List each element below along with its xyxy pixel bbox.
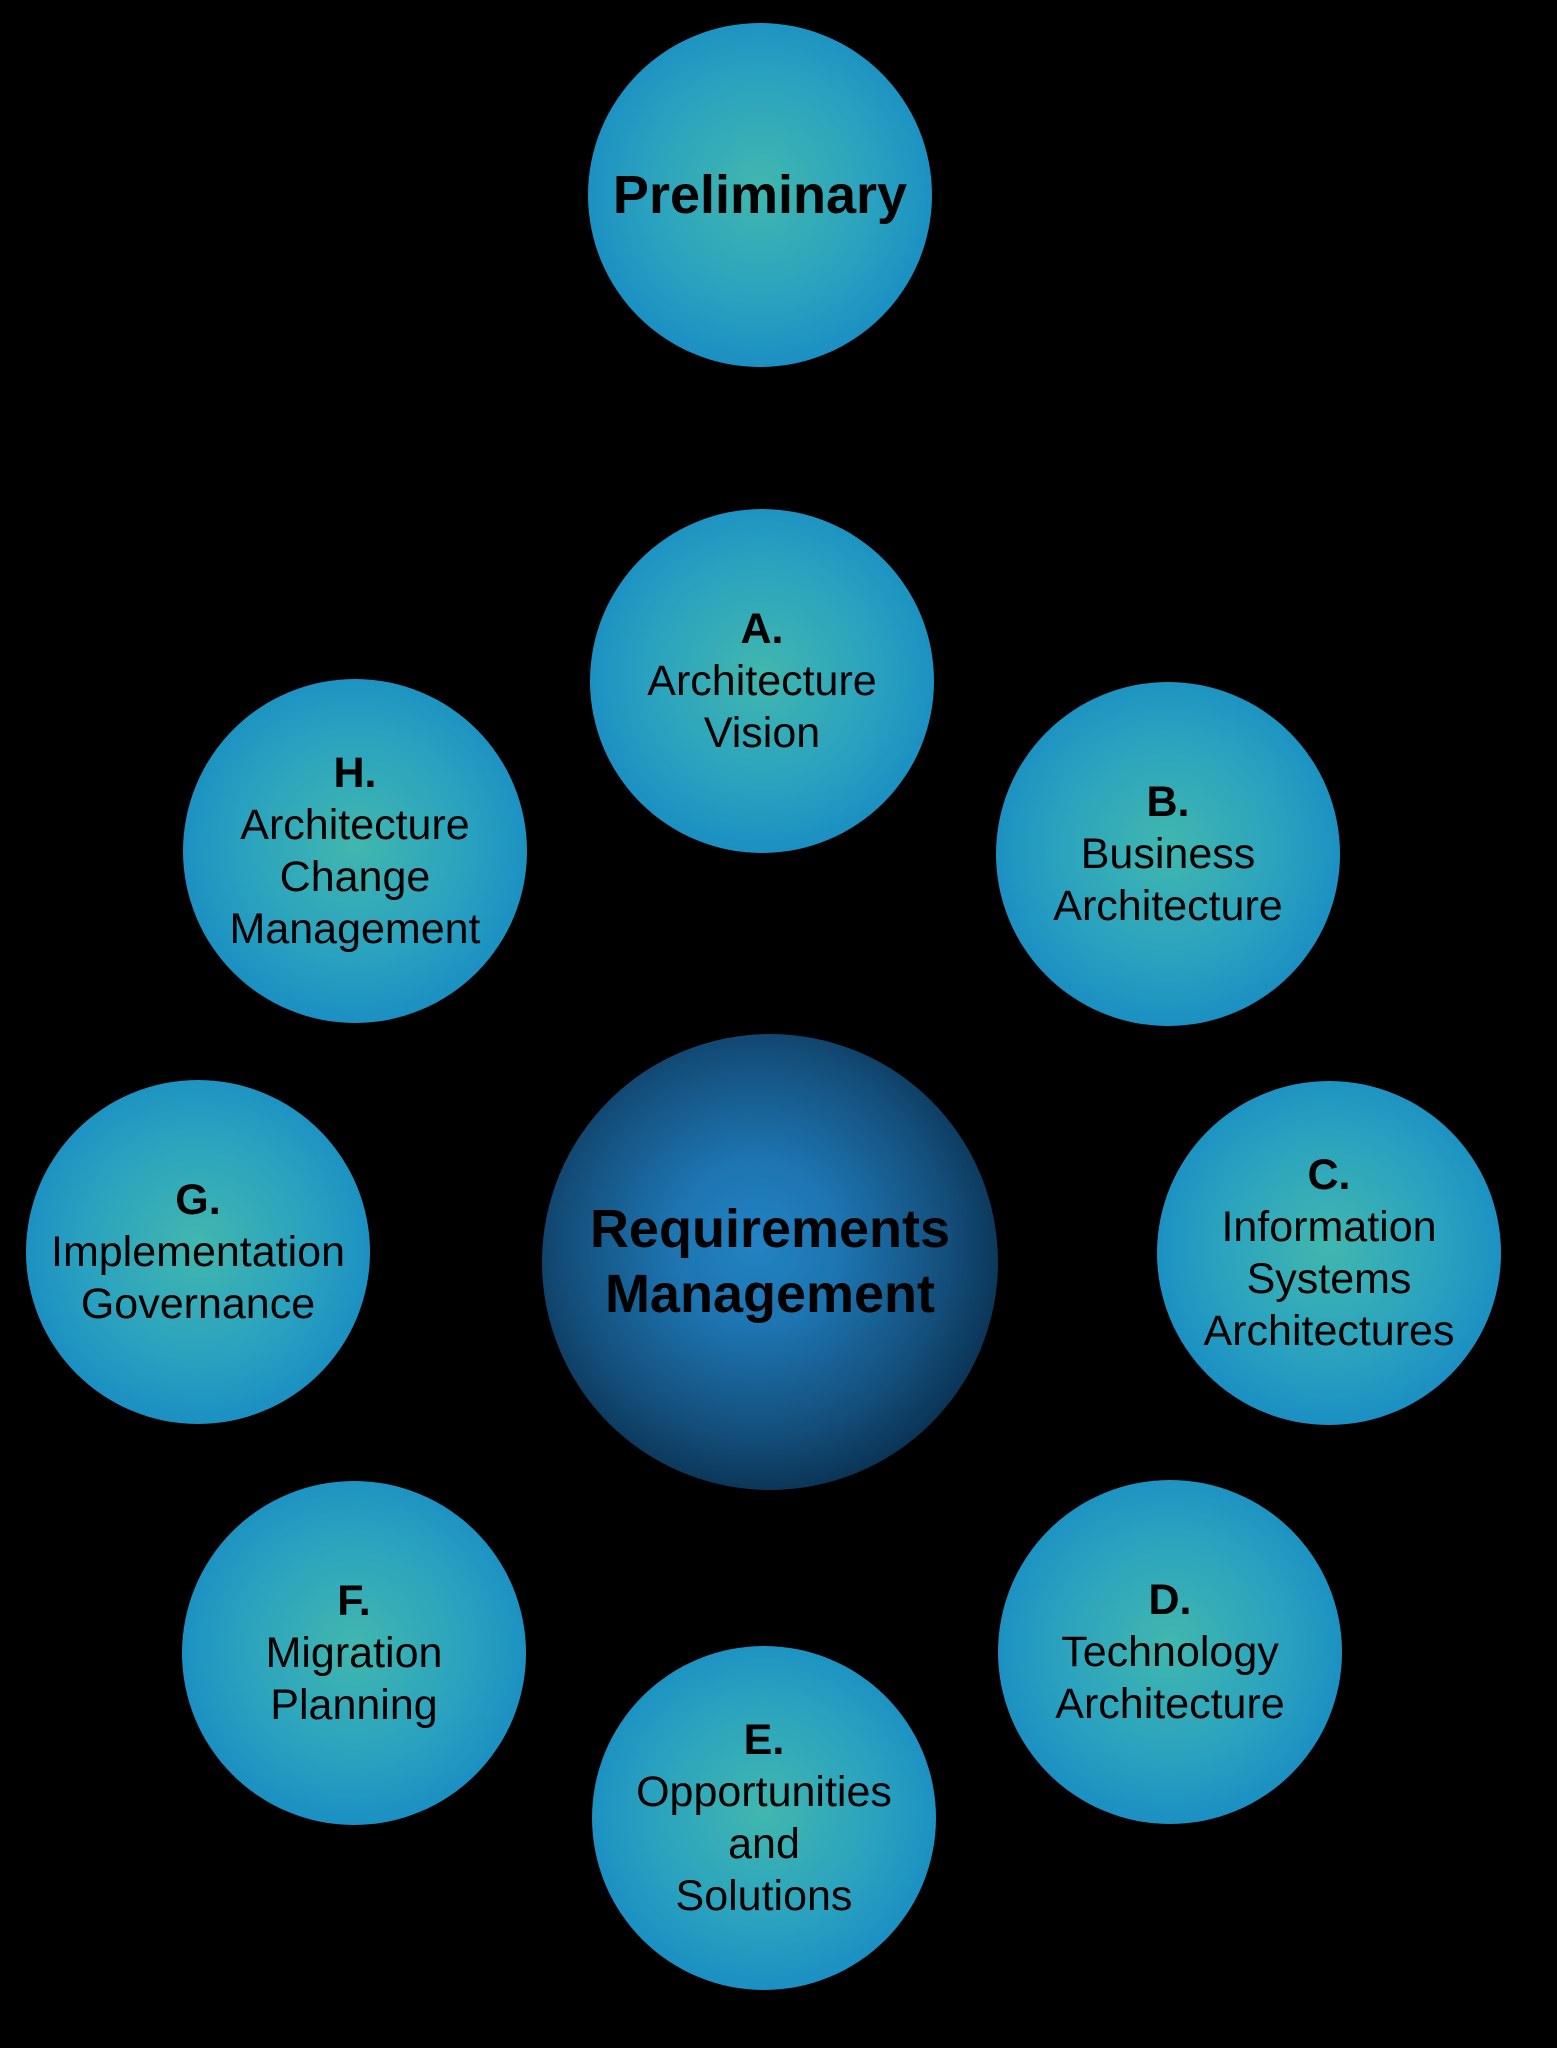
- phase-c-label: C. Information Systems Architectures: [1204, 1149, 1455, 1357]
- phase-a-letter: A.: [740, 605, 784, 653]
- phase-b-line: Business: [1080, 830, 1256, 878]
- phase-g-implementation-governance: G. Implementation Governance: [26, 1080, 370, 1424]
- phase-c-line: Systems: [1246, 1255, 1412, 1303]
- phase-d-line: Architecture: [1055, 1680, 1285, 1728]
- phase-e-line: and: [728, 1820, 800, 1868]
- phase-a-line: Vision: [703, 709, 821, 757]
- phase-f-label: F. Migration Planning: [266, 1575, 443, 1731]
- phase-g-line: Governance: [80, 1280, 316, 1328]
- hub-label: Requirements Management: [590, 1197, 950, 1327]
- phase-d-line: Technology: [1061, 1628, 1279, 1676]
- phase-f-line: Planning: [270, 1681, 438, 1729]
- phase-g-label: G. Implementation Governance: [51, 1174, 345, 1330]
- phase-h-label: H. Architecture Change Management: [230, 747, 481, 955]
- phase-c-line: Architectures: [1203, 1307, 1455, 1355]
- phase-e-line: Solutions: [675, 1872, 853, 1920]
- phase-e-letter: E.: [743, 1716, 785, 1764]
- phase-h-line: Management: [229, 905, 481, 953]
- phase-e-opportunities-and-solutions: E. Opportunities and Solutions: [592, 1646, 936, 1990]
- phase-d-technology-architecture: D. Technology Architecture: [998, 1480, 1342, 1824]
- phase-g-line: Implementation: [51, 1228, 345, 1276]
- phase-d-letter: D.: [1148, 1576, 1192, 1624]
- phase-g-letter: G.: [175, 1176, 221, 1224]
- phase-c-information-systems-architectures: C. Information Systems Architectures: [1157, 1081, 1501, 1425]
- phase-c-line: Information: [1221, 1203, 1437, 1251]
- phase-f-line: Migration: [265, 1629, 443, 1677]
- hub-line: Requirements: [589, 1199, 951, 1259]
- phase-preliminary-title: Preliminary: [612, 165, 908, 225]
- phase-h-line: Change: [279, 853, 431, 901]
- phase-d-label: D. Technology Architecture: [1055, 1574, 1284, 1730]
- phase-f-letter: F.: [337, 1577, 371, 1625]
- phase-c-letter: C.: [1307, 1151, 1351, 1199]
- phase-h-line: Architecture: [240, 801, 470, 849]
- phase-b-line: Architecture: [1053, 882, 1283, 930]
- hub-line: Management: [604, 1264, 936, 1324]
- phase-a-line: Architecture: [647, 657, 877, 705]
- phase-b-letter: B.: [1146, 778, 1190, 826]
- phase-a-label: A. Architecture Vision: [647, 603, 876, 759]
- phase-h-architecture-change-management: H. Architecture Change Management: [183, 679, 527, 1023]
- phase-e-label: E. Opportunities and Solutions: [636, 1714, 892, 1922]
- phase-b-label: B. Business Architecture: [1053, 776, 1282, 932]
- phase-h-letter: H.: [333, 749, 377, 797]
- phase-e-line: Opportunities: [636, 1768, 892, 1816]
- hub-requirements-management: Requirements Management: [542, 1034, 998, 1490]
- phase-f-migration-planning: F. Migration Planning: [182, 1481, 526, 1825]
- phase-b-business-architecture: B. Business Architecture: [996, 682, 1340, 1026]
- phase-a-architecture-vision: A. Architecture Vision: [590, 509, 934, 853]
- phase-preliminary-label: Preliminary: [613, 165, 907, 225]
- phase-preliminary: Preliminary: [588, 23, 932, 367]
